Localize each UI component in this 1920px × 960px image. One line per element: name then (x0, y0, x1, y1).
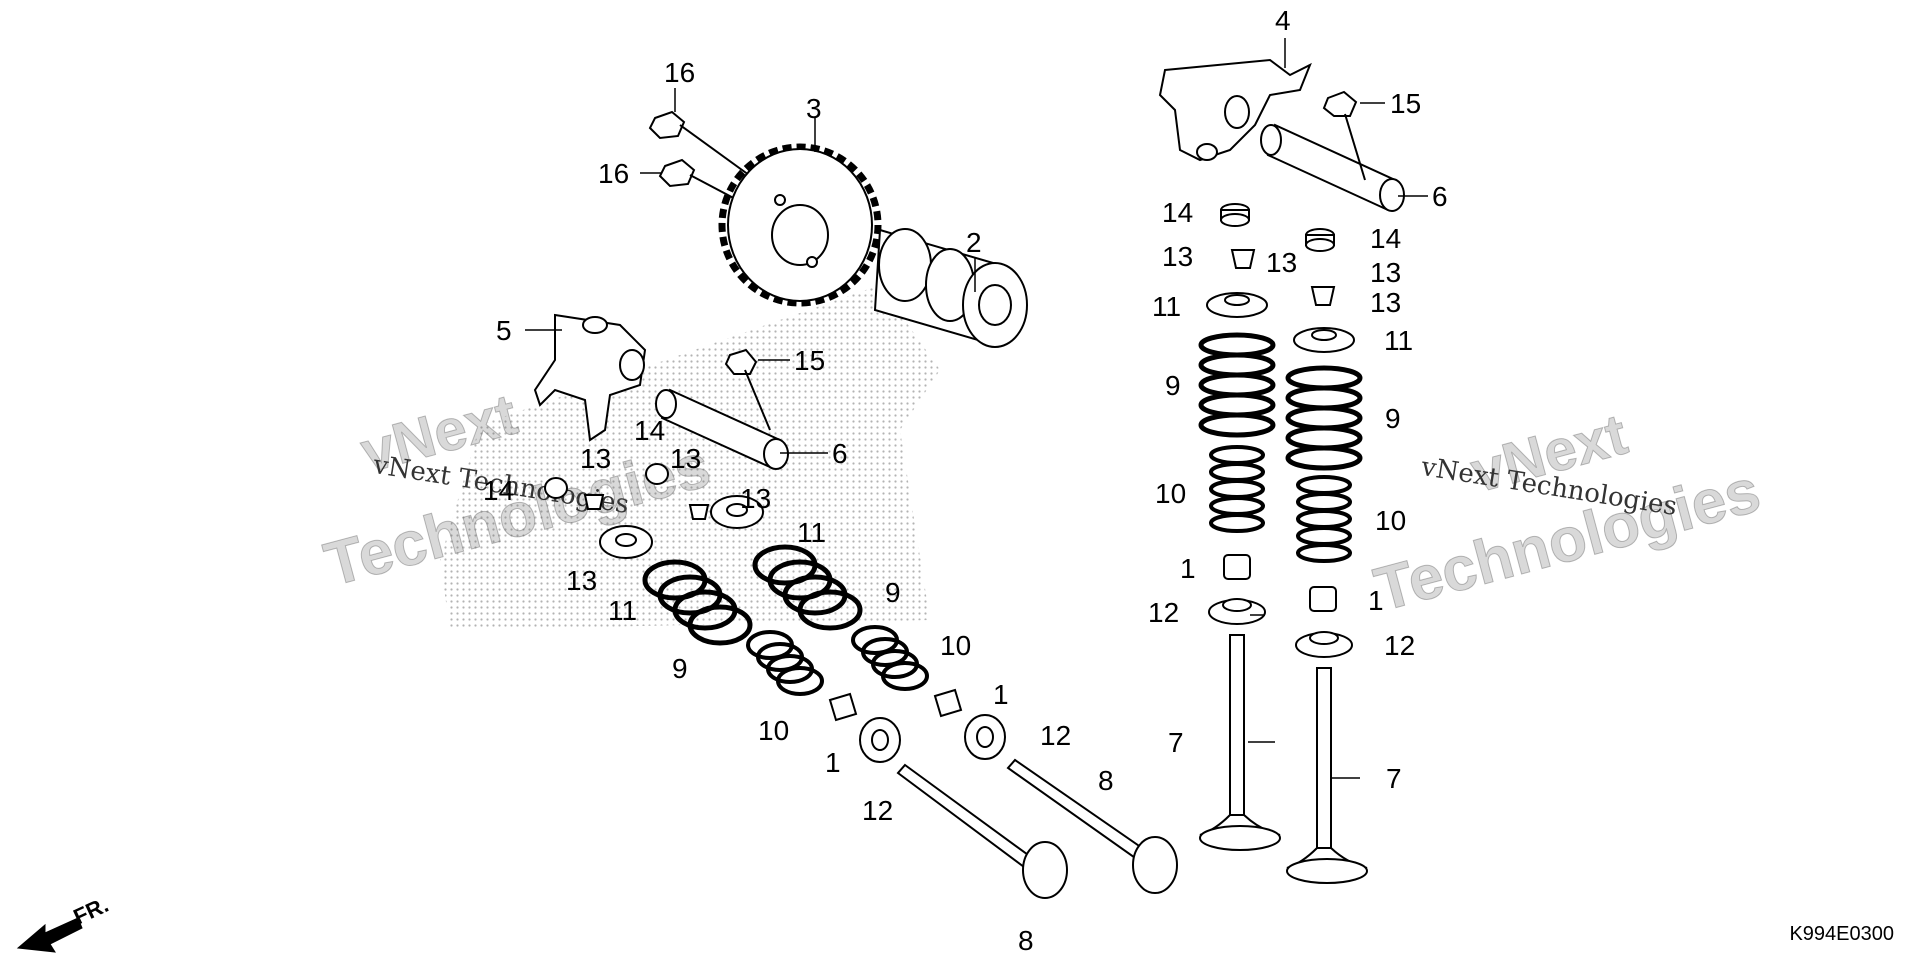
callout-8-left-a: 8 (1018, 925, 1034, 956)
stipple-shading (440, 285, 940, 630)
callout-1-left-a: 1 (825, 747, 841, 778)
callout-9-left-b: 9 (885, 577, 901, 608)
cam-sprocket (718, 143, 882, 307)
callout-1-right-b: 1 (1368, 585, 1384, 616)
callout-11-left-a: 11 (608, 595, 637, 626)
callout-13-left-b: 13 (670, 443, 701, 474)
valve-spring-outer-b (752, 544, 863, 631)
callout-6-right: 6 (1432, 181, 1448, 212)
callout-7-right-b: 7 (1386, 763, 1402, 794)
callout-13-left-a: 13 (580, 443, 611, 474)
bolt-15-exhaust (1322, 90, 1366, 181)
spring-seat-12-a (859, 717, 901, 763)
spring-seat-12-c (1208, 598, 1266, 625)
callout-labels: 16 16 3 2 5 15 6 14 14 13 13 13 13 11 11… (70, 5, 1448, 956)
callout-13-right-c: 13 (1370, 257, 1401, 288)
spring-retainer-11-a (599, 525, 653, 559)
leader-lines (525, 38, 1428, 779)
spring-retainer-11-b (710, 495, 764, 529)
spring-retainer-11-d (1293, 327, 1355, 353)
bolt-15-intake (724, 348, 771, 431)
callout-12-left-a: 12 (862, 795, 893, 826)
callout-11-left-b: 11 (797, 517, 826, 548)
callout-8-left-b: 8 (1098, 765, 1114, 796)
valve-spring-inner-c (1209, 445, 1265, 533)
callout-6-left: 6 (832, 438, 848, 469)
callout-10-right-a: 10 (1155, 478, 1186, 509)
stem-seal-1-d (1309, 586, 1337, 612)
callout-10-left-b: 10 (940, 630, 971, 661)
rocker-shaft-exhaust (1260, 123, 1405, 212)
callout-7-right-a: 7 (1168, 727, 1184, 758)
callout-14-left-b: 14 (634, 415, 665, 446)
exhaust-valve-8-a (896, 763, 1068, 899)
callout-1-right-a: 1 (1180, 553, 1196, 584)
cotter-13-a (583, 494, 605, 510)
callout-16-lower: 16 (598, 158, 629, 189)
cotter-13-c (1230, 249, 1256, 269)
callout-13-right-d: 13 (1370, 287, 1401, 318)
callout-13-right-a: 13 (1162, 241, 1193, 272)
callout-12-right-a: 12 (1148, 597, 1179, 628)
valve-spring-inner-a (746, 630, 824, 696)
callout-9-right-a: 9 (1165, 370, 1181, 401)
callout-13-left-c: 13 (740, 483, 771, 514)
valve-cap-14-b (645, 463, 669, 485)
cotter-13-d (1310, 286, 1336, 306)
callout-11-right-b: 11 (1384, 325, 1413, 356)
intake-valve-7-b (1286, 667, 1368, 884)
callout-10-left-a: 10 (758, 715, 789, 746)
callout-13-right-b: 13 (1266, 247, 1297, 278)
callout-15-left: 15 (794, 345, 825, 376)
front-direction-arrow-icon (16, 917, 83, 953)
spring-seat-12-b (964, 714, 1006, 760)
valve-spring-outer-c (1198, 332, 1276, 438)
callout-3: 3 (806, 93, 822, 124)
valve-cap-14-d (1305, 228, 1335, 252)
callout-9-right-b: 9 (1385, 403, 1401, 434)
valve-spring-inner-b (851, 625, 929, 691)
stem-seal-1-c (1223, 554, 1251, 580)
callout-1-left-b: 1 (993, 679, 1009, 710)
stem-seal-1-b (933, 688, 963, 718)
valve-spring-outer-d (1285, 365, 1363, 471)
callout-14-left-a: 14 (483, 475, 514, 506)
valve-cap-14-c (1220, 203, 1250, 227)
valve-spring-inner-d (1296, 475, 1352, 563)
callout-16-upper: 16 (664, 57, 695, 88)
callout-14-right-b: 14 (1370, 223, 1401, 254)
intake-valve-7-a (1199, 634, 1281, 851)
exhaust-valve-8-b (1006, 758, 1178, 894)
spring-retainer-11-c (1206, 292, 1268, 318)
callout-12-right-b: 12 (1384, 630, 1415, 661)
rocker-arm-exhaust (1158, 58, 1312, 162)
valve-cap-14-a (544, 477, 568, 499)
callout-10-right-b: 10 (1375, 505, 1406, 536)
callout-4: 4 (1275, 5, 1291, 36)
valve-spring-outer-a (642, 559, 753, 646)
callout-14-right-a: 14 (1162, 197, 1193, 228)
cotter-13-b (688, 504, 710, 520)
callout-5: 5 (496, 315, 512, 346)
camshaft (873, 228, 1028, 348)
rocker-shaft-intake (655, 388, 789, 470)
callout-12-left-b: 12 (1040, 720, 1071, 751)
callout-15-right: 15 (1390, 88, 1421, 119)
spring-seat-12-d (1295, 631, 1353, 658)
callout-11-right-a: 11 (1152, 291, 1181, 322)
stem-seal-1-a (828, 692, 858, 722)
diagram-code: K994E0300 (1789, 923, 1894, 945)
callout-2: 2 (966, 227, 982, 258)
callout-13-left-d: 13 (566, 565, 597, 596)
callout-9-left-a: 9 (672, 653, 688, 684)
rocker-arm-intake (533, 313, 647, 442)
